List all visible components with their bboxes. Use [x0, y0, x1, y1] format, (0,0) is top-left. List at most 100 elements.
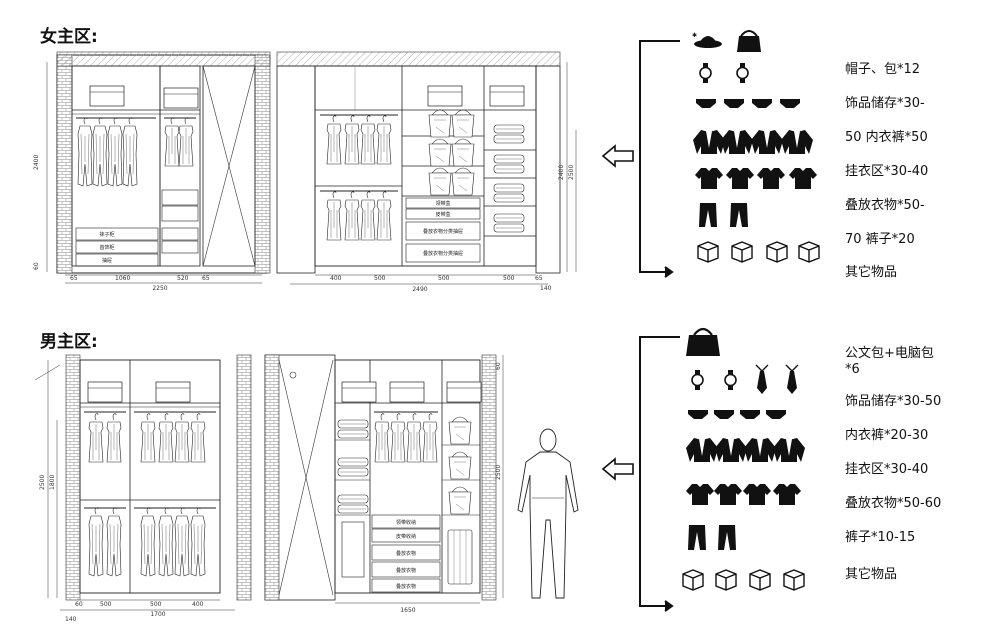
box-icon: [766, 241, 788, 263]
dimension: 60: [495, 362, 502, 370]
dimension: 500: [374, 275, 386, 282]
drawer-label: 皮带盒: [435, 211, 450, 218]
section-title-women: 女主区:: [40, 27, 98, 47]
drawer-label: 袜子柜: [99, 231, 114, 238]
tshirt-icon: [773, 484, 801, 505]
drawer-label: 皮带收纳: [396, 533, 416, 540]
dimension: 2250: [152, 285, 167, 292]
jacket-icon: [721, 130, 753, 154]
pants-icon: [699, 203, 717, 227]
dimension: 500: [150, 601, 162, 608]
box-icon: [749, 569, 771, 591]
legend-label: 挂衣区*30-40: [845, 164, 929, 179]
jacket-icon: [781, 130, 813, 154]
legend-label: 饰品储存*30-: [845, 96, 925, 111]
drawer-label: 领带盒: [435, 200, 450, 207]
dimension: 520: [177, 275, 189, 282]
legend-bracket: [639, 40, 680, 612]
jacket-icon: [751, 130, 783, 154]
box-icon: [697, 241, 719, 263]
drawer-label: 叠放衣物: [396, 583, 416, 590]
underwear-icon: [696, 99, 716, 108]
pants-icon: [718, 525, 736, 550]
underwear-icon: [740, 410, 760, 419]
jacket-icon: [693, 130, 725, 154]
dimension: 1700: [150, 611, 165, 618]
dimension: 1060: [115, 275, 130, 282]
jacket-icon: [686, 438, 718, 462]
drawer-label: 首饰柜: [99, 244, 114, 251]
underwear-icon: [766, 410, 786, 419]
watch-icon: [699, 63, 712, 83]
tie-icon: [755, 364, 769, 394]
dimension: 400: [192, 601, 204, 608]
tshirt-icon: [789, 168, 817, 189]
legend-label: 饰品储存*30-50: [845, 394, 942, 409]
men-right-cabinet: 领带收纳 皮带收纳 叠放衣物 叠放衣物 叠放衣物 1650 2500 60: [264, 354, 504, 614]
drawer-label: 叠放衣物分类抽屉: [423, 228, 463, 235]
watch-icon: [691, 370, 704, 390]
legend-label: 帽子、包*12: [845, 62, 921, 77]
legend-label: 裤子*10-15: [845, 530, 916, 545]
dimension: 60: [75, 601, 83, 608]
jacket-icon: [715, 438, 747, 462]
dimension: 140: [540, 285, 552, 292]
tshirt-icon: [695, 168, 723, 189]
drawer-label: 叠放衣物: [396, 550, 416, 557]
section-title-men: 男主区:: [40, 332, 98, 352]
legend-label: 70 裤子*20: [845, 232, 915, 247]
tshirt-icon: [743, 484, 771, 505]
hat-icon: ✱: [692, 32, 722, 48]
dimension: 2400: [558, 165, 565, 180]
legend-label: 挂衣区*30-40: [845, 462, 929, 477]
tshirt-icon: [726, 168, 754, 189]
dimension: 500: [503, 275, 515, 282]
drawer-label: 叠放衣物分类抽屉: [423, 250, 463, 257]
dimension: 2500: [39, 475, 46, 490]
underwear-icon: [752, 99, 772, 108]
dimension: 65: [535, 275, 543, 282]
women-left-cabinet: 袜子柜 首饰柜 抽屉 2250 65 1060 520 65 2400 60: [33, 51, 271, 292]
dimension: 500: [100, 601, 112, 608]
svg-text:✱: ✱: [692, 32, 697, 39]
watch-icon: [724, 370, 737, 390]
legend-label: 内衣裤*20-30: [845, 428, 929, 443]
legend-label: 叠放衣物*50-: [845, 198, 925, 213]
drawer-label: 抽屉: [102, 257, 112, 264]
dimension: 2490: [412, 286, 427, 293]
dimension: 65: [202, 275, 210, 282]
pants-icon: [730, 203, 748, 227]
dimension: 1650: [400, 607, 415, 614]
legend-label: 叠放衣物*50-60: [845, 496, 942, 511]
legend-label: 其它物品: [845, 265, 898, 280]
dimension: 65: [70, 275, 78, 282]
legend-label: 公文包+电脑包 *6: [845, 346, 934, 377]
dimension: 2500: [568, 165, 575, 180]
legend-label: 其它物品: [845, 567, 898, 582]
tie-icon: [785, 364, 799, 394]
drawer-label: 叠放衣物: [396, 567, 416, 574]
tshirt-icon: [686, 484, 714, 505]
underwear-icon: [688, 410, 708, 419]
dimension: 140: [65, 616, 77, 623]
dimension: 500: [438, 275, 450, 282]
dimension: 400: [330, 275, 342, 282]
drawer-label: 领带收纳: [396, 519, 416, 526]
handbag-icon: [737, 30, 761, 52]
jacket-icon: [773, 438, 805, 462]
person-figure: [517, 428, 579, 599]
men-left-cabinet: 1700 60 500 500 400 140 2500 1800: [34, 354, 252, 623]
left-arrow-icon: [601, 144, 634, 168]
dimension: 60: [33, 262, 40, 270]
box-icon: [682, 569, 704, 591]
underwear-icon: [724, 99, 744, 108]
box-icon: [783, 569, 805, 591]
box-icon: [715, 569, 737, 591]
dimension: 2400: [33, 155, 40, 170]
box-icon: [798, 241, 820, 263]
pants-icon: [688, 525, 706, 550]
dimension: 1800: [49, 475, 56, 490]
legend-label: 50 内衣裤*50: [845, 130, 928, 145]
tshirt-icon: [714, 484, 742, 505]
